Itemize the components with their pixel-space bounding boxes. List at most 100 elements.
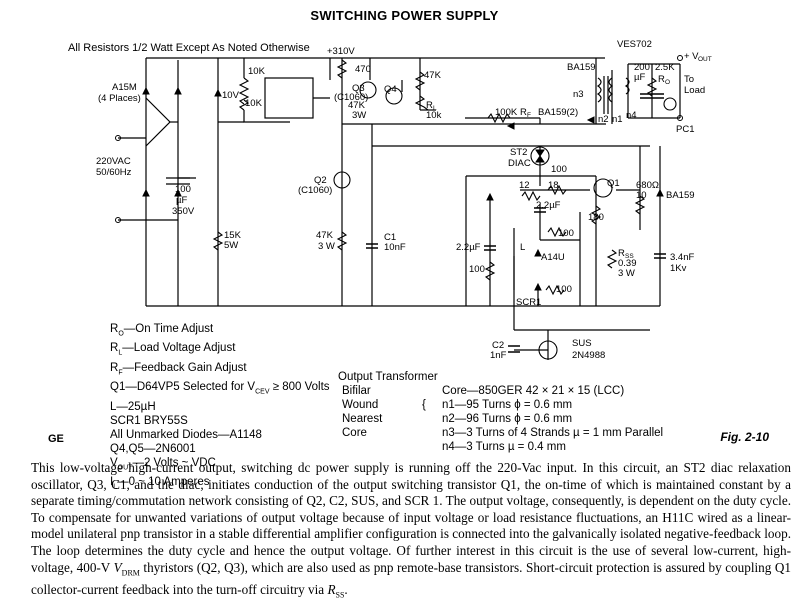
label-n1: n1 <box>612 114 623 125</box>
label-ba159-top: BA159 <box>567 62 596 73</box>
label-rf: R <box>520 107 527 118</box>
label-q3b: (C1060) <box>334 92 368 103</box>
resistor-note: All Resistors 1/2 Watt Except As Noted O… <box>68 42 310 54</box>
description-paragraph: This low-voltage high-current output, sw… <box>31 460 791 600</box>
schematic-labels: +310V VES702 + V OUT A15M (4 Places) 10K… <box>96 39 712 361</box>
transformer-row: Wound{n1—95 Turns ϕ = 0.6 mm <box>342 399 573 411</box>
label-c1v: 10nF <box>384 242 406 253</box>
label-q4: Q4 <box>384 84 397 95</box>
legend-ro: RO—On Time Adjust <box>110 323 214 338</box>
page-title: SWITCHING POWER SUPPLY <box>310 8 499 23</box>
label-rf-sub: F <box>527 112 531 119</box>
label-vout-plus: + V <box>684 51 699 62</box>
label-c22b: 2.2µF <box>456 242 481 253</box>
legend-rl: RL—Load Voltage Adjust <box>110 342 236 357</box>
label-ba159-2: BA159(2) <box>538 107 578 118</box>
label-l: L <box>520 242 525 253</box>
label-load: Load <box>684 85 705 96</box>
label-c100uf-v: 350V <box>172 206 195 217</box>
label-r180: 180 <box>588 212 604 223</box>
label-n4: n4 <box>626 110 637 121</box>
label-n3: n3 <box>573 89 584 100</box>
label-r47k: 47K <box>424 70 442 81</box>
legend-scr: SCR1 BRY55S <box>110 414 188 427</box>
label-c34: 3.4nF <box>670 252 694 263</box>
label-sus: SUS <box>572 338 592 349</box>
label-r10k-b: 10K <box>245 98 263 109</box>
wires <box>118 57 681 360</box>
label-c22a: 2.2µF <box>536 200 561 211</box>
label-pc1: PC1 <box>676 124 694 135</box>
label-r10: 10 <box>636 190 647 201</box>
transistor-circles <box>333 81 677 360</box>
label-r2-5k: 2.5K <box>655 62 675 73</box>
label-r100d: 100 <box>556 284 572 295</box>
label-r470: 470 <box>355 64 371 75</box>
label-n2: n2 <box>598 114 609 125</box>
label-ro: R <box>658 74 665 85</box>
legend-l: L—25µH <box>110 400 156 413</box>
label-c200-uf: µF <box>634 72 645 83</box>
semiconductors <box>142 86 664 291</box>
label-sus2: 2N4988 <box>572 350 605 361</box>
label-rss-val: 0.39 <box>618 258 637 269</box>
legend-il: IL—0 ~ 10 Amperes <box>110 476 210 491</box>
label-r18: 18 <box>548 180 559 191</box>
label-a15m-places: (4 Places) <box>98 93 141 104</box>
legend-q1: Q1—D64VP5 Selected for VCEV ≥ 800 Volts <box>110 381 330 396</box>
label-r15k: 15K <box>224 230 242 241</box>
label-r100b: 100 <box>558 228 574 239</box>
label-ves702: VES702 <box>617 39 652 50</box>
label-ro-sub: O <box>665 79 670 86</box>
legend-rf: RF—Feedback Gain Adjust <box>110 361 247 377</box>
terminals <box>115 55 683 223</box>
label-rss-w: 3 W <box>618 268 635 279</box>
label-r100c: 100 <box>469 264 485 275</box>
legend-diodes: All Unmarked Diodes—A1148 <box>110 428 262 441</box>
label-310v: +310V <box>327 46 355 57</box>
label-scr1: SCR1 <box>516 297 541 308</box>
transformer-heading: Output Transformer <box>338 371 438 383</box>
label-c100uf-u: µF <box>176 195 187 206</box>
label-c2v: 1nF <box>490 350 507 361</box>
capacitors <box>366 93 666 353</box>
label-c1: C1 <box>384 232 396 243</box>
label-c100uf: 100 <box>175 184 191 195</box>
label-q1: Q1 <box>607 178 620 189</box>
label-r680: 680Ω <box>636 180 659 191</box>
resistors <box>212 59 658 296</box>
label-hz: 50/60Hz <box>96 167 132 178</box>
label-r10k-a: 10K <box>248 66 266 77</box>
label-c34v: 1Kv <box>670 263 687 274</box>
label-r100k: 100K <box>495 107 518 118</box>
label-c200: 200 <box>634 62 650 73</box>
label-q2b: (C1060) <box>298 185 332 196</box>
label-r5w: 5W <box>224 240 238 251</box>
label-ac: 220VAC <box>96 156 131 167</box>
label-rl-sub: L <box>433 105 437 112</box>
label-z10v: 10V <box>222 90 240 101</box>
label-q2: Q2 <box>314 175 327 186</box>
label-ro-to: To <box>684 74 694 85</box>
label-diac: DIAC <box>508 158 531 169</box>
label-rl: R <box>426 100 433 111</box>
label-ba159-r: BA159 <box>666 190 695 201</box>
component-legend: RO—On Time Adjust RL—Load Voltage Adjust… <box>110 322 330 495</box>
schematic-diagram: +310V VES702 + V OUT A15M (4 Places) 10K… <box>96 39 712 361</box>
label-rl-val: 10k <box>426 110 442 121</box>
label-r12: 12 <box>519 180 530 191</box>
figure-number: Fig. 2-10 <box>720 430 769 444</box>
label-rss-sub: SS <box>625 253 634 260</box>
label-vout-sub: OUT <box>698 56 712 63</box>
label-r47k-3w: 47K <box>348 100 366 111</box>
label-a15m: A15M <box>112 82 137 93</box>
label-st2: ST2 <box>510 147 527 158</box>
ge-mark: GE <box>48 433 64 445</box>
label-r47k3w-b: 47K <box>316 230 334 241</box>
label-rss: R <box>618 248 625 259</box>
